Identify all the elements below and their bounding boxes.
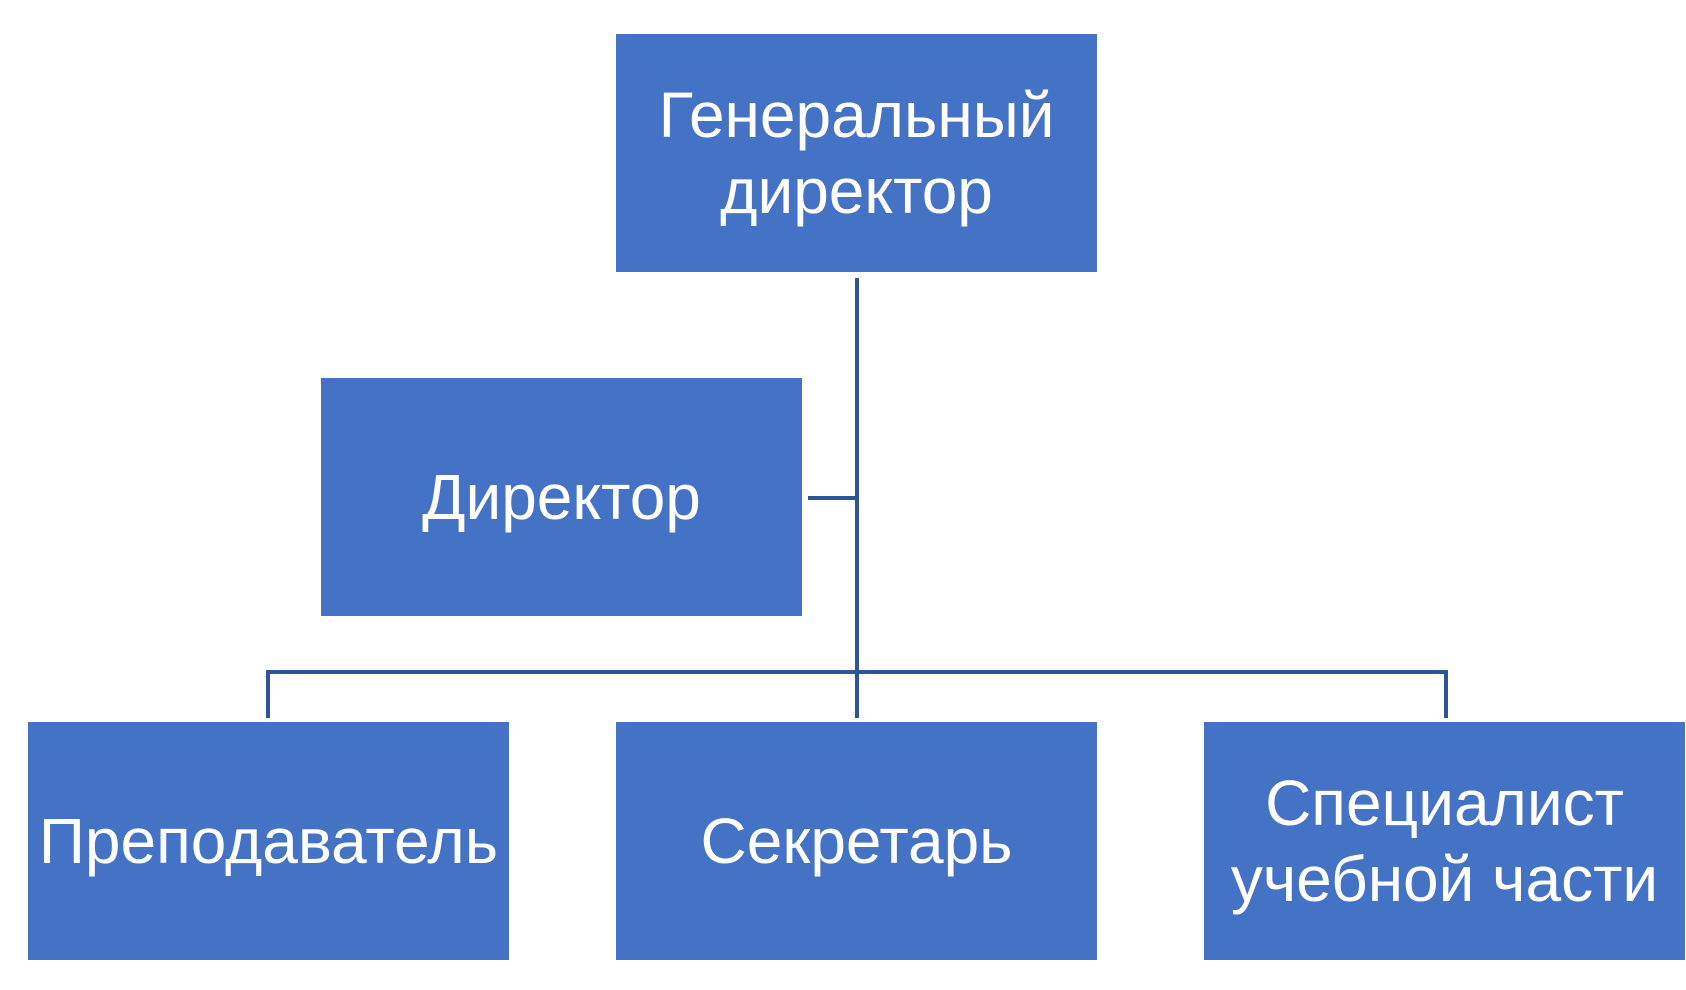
- node-director: Директор: [321, 378, 802, 616]
- node-general-director-label: Генеральный директор: [658, 79, 1055, 227]
- node-specialist-label: Специалист учебной части: [1230, 767, 1659, 915]
- node-secretary-label: Секретарь: [700, 805, 1013, 877]
- node-teacher-label: Преподаватель: [38, 805, 499, 877]
- node-general-director: Генеральный директор: [616, 34, 1097, 272]
- node-specialist: Специалист учебной части: [1204, 722, 1685, 960]
- node-teacher: Преподаватель: [28, 722, 509, 960]
- node-secretary: Секретарь: [616, 722, 1097, 960]
- node-director-label: Директор: [422, 461, 701, 533]
